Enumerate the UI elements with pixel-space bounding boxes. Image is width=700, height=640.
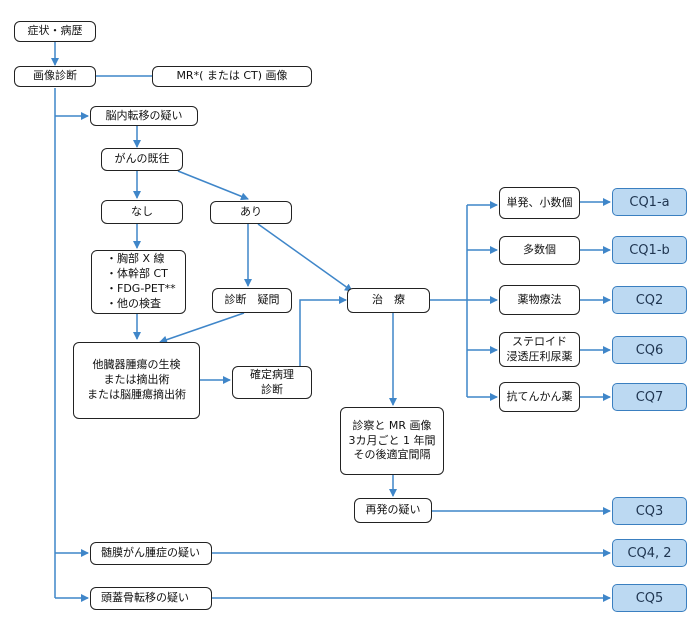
- cq5-box: CQ5: [612, 584, 687, 612]
- node-single-few: 単発、小数個: [499, 187, 580, 219]
- node-symptoms: 症状・病歴: [14, 21, 96, 42]
- node-meningeal-suspect: 髄膜がん腫症の疑い: [90, 542, 212, 565]
- node-pathology-diagnosis: 確定病理 診断: [232, 366, 312, 399]
- cq4-box: CQ4, 2: [612, 539, 687, 567]
- workup-item: ・胸部 X 線: [106, 252, 165, 266]
- workup-item: ・体幹部 CT: [106, 267, 168, 281]
- cq3-box: CQ3: [612, 497, 687, 525]
- workup-item: ・FDG-PET**: [106, 282, 176, 295]
- node-recurrence-suspect: 再発の疑い: [354, 498, 432, 523]
- cq1a-box: CQ1-a: [612, 188, 687, 216]
- cq6-box: CQ6: [612, 336, 687, 364]
- node-steroid: ステロイド 浸透圧利尿薬: [499, 332, 580, 367]
- node-none: なし: [101, 200, 183, 224]
- workup-item: ・他の検査: [106, 296, 161, 310]
- node-drug-therapy: 薬物療法: [499, 285, 580, 315]
- node-brain-mets-suspect: 脳内転移の疑い: [90, 106, 198, 126]
- node-treatment: 治 療: [347, 288, 430, 313]
- node-biopsy: 他臓器腫瘍の生検 または摘出術 または脳腫瘍摘出術: [73, 342, 200, 419]
- node-skull-mets-suspect: 頭蓋骨転移の疑い: [90, 587, 212, 610]
- node-multiple: 多数個: [499, 236, 580, 265]
- node-workup-list: ・胸部 X 線 ・体幹部 CT ・FDG-PET** ・他の検査: [91, 250, 186, 314]
- node-diagnosis-suspect: 診断 疑問: [212, 288, 292, 313]
- cq1b-box: CQ1-b: [612, 236, 687, 264]
- node-antiepileptic: 抗てんかん薬: [499, 382, 580, 412]
- node-mr-image: MR*( または CT) 画像: [152, 66, 312, 87]
- node-cancer-history: がんの既往: [101, 148, 183, 171]
- cq7-box: CQ7: [612, 383, 687, 411]
- node-yes: あり: [210, 201, 292, 224]
- node-followup: 診察と MR 画像 3カ月ごと 1 年間 その後適宜間隔: [340, 407, 444, 475]
- cq2-box: CQ2: [612, 286, 687, 314]
- node-imaging: 画像診断: [14, 66, 96, 87]
